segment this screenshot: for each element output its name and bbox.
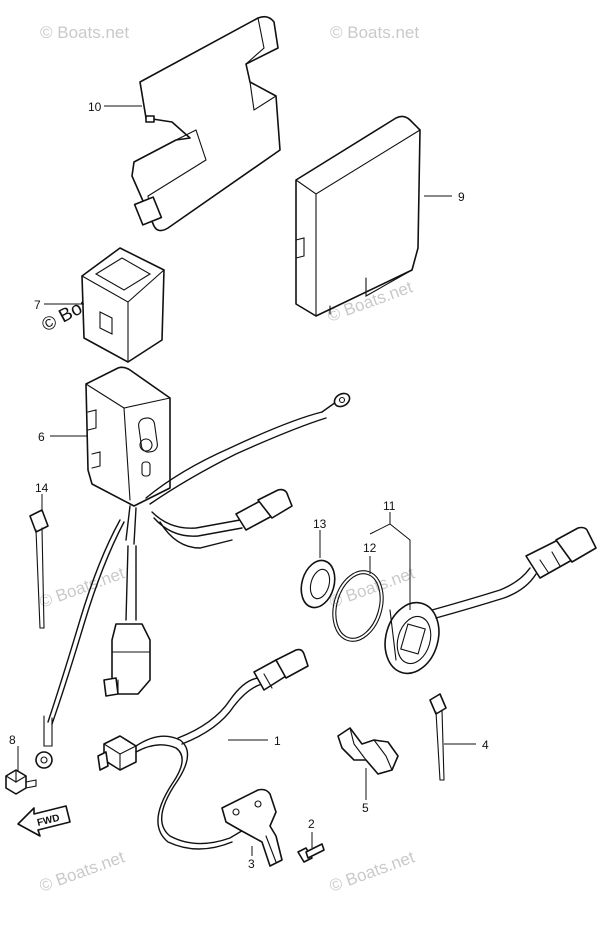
callout-7: 7 <box>34 298 41 312</box>
part-7-relay <box>81 247 165 363</box>
callout-14: 14 <box>35 481 49 495</box>
callout-8: 8 <box>9 733 16 747</box>
leader-lines <box>17 105 476 856</box>
fwd-direction-arrow: FWD <box>17 805 71 837</box>
watermark-bottom-left: © Boats.net <box>37 847 127 895</box>
callout-1: 1 <box>274 734 281 748</box>
part-10-holder <box>131 15 281 232</box>
callout-numbers: 10 9 7 6 14 8 1 2 3 4 5 13 12 11 <box>9 100 489 871</box>
watermark-bottom-right: © Boats.net <box>327 847 417 895</box>
callout-13: 13 <box>313 517 327 531</box>
part-3-bracket <box>221 788 283 867</box>
callout-6: 6 <box>38 430 45 444</box>
part-2-screw <box>297 843 325 863</box>
part-1-sensor <box>97 648 309 850</box>
watermark-top-left: © Boats.net <box>40 23 129 42</box>
callout-9: 9 <box>458 190 465 204</box>
fwd-label: FWD <box>36 813 61 829</box>
watermark-top-right: © Boats.net <box>330 23 419 42</box>
part-8-bolt <box>5 769 37 795</box>
callout-10: 10 <box>88 100 102 114</box>
callout-3: 3 <box>248 857 255 871</box>
part-12-o-ring <box>332 570 384 642</box>
part-11-connector-assembly <box>384 526 597 675</box>
part-9-control-module <box>295 115 421 317</box>
watermark-mid-left: © Boats.net <box>37 563 127 611</box>
callout-11: 11 <box>383 499 396 513</box>
callout-12: 12 <box>363 541 377 555</box>
callout-5: 5 <box>362 801 369 815</box>
part-13-grommet <box>300 559 336 609</box>
callout-2: 2 <box>308 817 315 831</box>
part-6-cdi-unit <box>85 366 171 507</box>
cdi-wire-harness <box>35 392 351 769</box>
callout-4: 4 <box>482 738 489 752</box>
part-5-clamp <box>337 727 399 775</box>
part-14-cable-tie <box>29 509 49 629</box>
part-4-cable-tie <box>429 693 447 781</box>
